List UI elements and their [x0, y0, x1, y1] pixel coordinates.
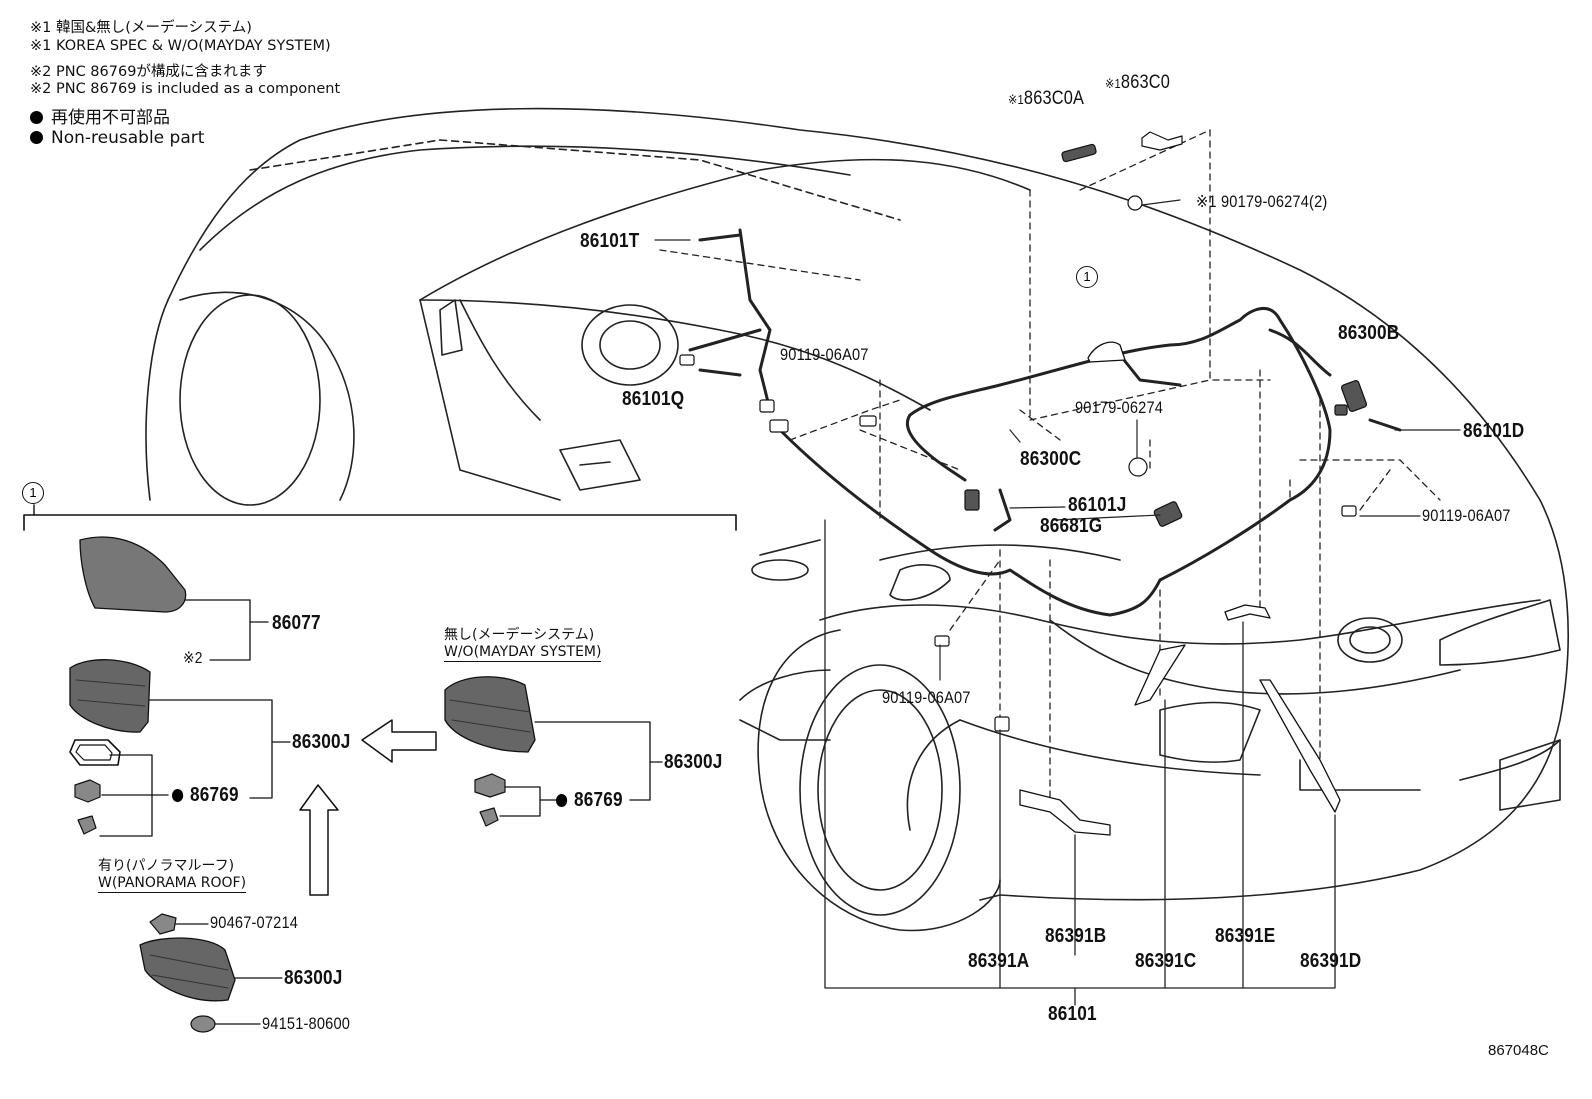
part-86769-a[interactable]: 86769	[172, 784, 239, 807]
part-86300C[interactable]: 86300C	[1020, 448, 1082, 470]
part-863C0[interactable]: ※1863C0	[1105, 72, 1170, 94]
part-86077-note-mark: ※2	[183, 650, 203, 667]
note-mark: ※1	[1008, 92, 1024, 107]
part-86391E[interactable]: 86391E	[1215, 925, 1276, 947]
part-86101Q[interactable]: 86101Q	[622, 388, 685, 410]
note-1-jp: ※1 韓国&無し(メーデーシステム)	[30, 20, 252, 36]
part-90179-06274-2[interactable]: ※1 90179-06274(2)	[1196, 192, 1328, 211]
part-86077[interactable]: 86077	[272, 612, 321, 634]
part-86300J-wo-mayday[interactable]: 86300J	[664, 751, 723, 773]
non-reusable-dot-icon	[30, 111, 43, 124]
non-reusable-dot-icon	[556, 794, 568, 807]
part-number: 863C0	[1120, 72, 1170, 93]
part-863C0A[interactable]: ※1863C0A	[1008, 88, 1084, 110]
part-86391C[interactable]: 86391C	[1135, 950, 1197, 972]
callout-marker[interactable]: 1	[1076, 266, 1098, 288]
part-90119-06A07-b[interactable]: 90119-06A07	[1422, 506, 1511, 525]
non-reusable-label-en: Non-reusable part	[51, 128, 205, 148]
non-reusable-note-jp: 再使用不可部品	[30, 103, 170, 128]
note-2-en: ※2 PNC 86769 is included as a component	[30, 81, 341, 97]
part-90467-07214[interactable]: 90467-07214	[210, 913, 299, 932]
non-reusable-label-jp: 再使用不可部品	[51, 108, 170, 128]
part-86300B[interactable]: 86300B	[1338, 322, 1400, 344]
part-94151-80600[interactable]: 94151-80600	[262, 1014, 351, 1033]
part-86391B[interactable]: 86391B	[1045, 925, 1107, 947]
part-90179-06274[interactable]: 90179-06274	[1075, 398, 1164, 417]
part-86391D[interactable]: 86391D	[1300, 950, 1362, 972]
non-reusable-dot-icon	[172, 789, 184, 802]
part-86101T[interactable]: 86101T	[580, 230, 640, 252]
variant-wo-mayday-en: W/O(MAYDAY SYSTEM)	[444, 644, 602, 662]
part-86101J[interactable]: 86101J	[1068, 494, 1127, 516]
note-mark: ※1	[1105, 76, 1121, 91]
variant-w-panorama-jp: 有り(パノラマルーフ)	[98, 858, 235, 874]
part-86101[interactable]: 86101	[1048, 1003, 1097, 1025]
part-86300J-assembly[interactable]: 86300J	[292, 731, 351, 753]
variant-w-panorama-en: W(PANORAMA ROOF)	[98, 875, 247, 893]
note-2-jp: ※2 PNC 86769が構成に含まれます	[30, 64, 267, 80]
note-1-en: ※1 KOREA SPEC & W/O(MAYDAY SYSTEM)	[30, 38, 331, 54]
variant-label: W/O(MAYDAY SYSTEM)	[444, 644, 602, 662]
variant-wo-mayday-jp: 無し(メーデーシステム)	[444, 627, 595, 643]
part-86769-b[interactable]: 86769	[556, 789, 623, 812]
part-86101D[interactable]: 86101D	[1463, 420, 1525, 442]
part-86681G[interactable]: 86681G	[1040, 515, 1103, 537]
part-number: 86769	[190, 784, 239, 806]
non-reusable-dot-icon	[30, 131, 43, 144]
part-86300J-panorama[interactable]: 86300J	[284, 967, 343, 989]
diagram-code: 867048C	[1488, 1042, 1549, 1059]
variant-label: W(PANORAMA ROOF)	[98, 875, 247, 893]
part-90119-06A07-a[interactable]: 90119-06A07	[780, 345, 869, 364]
part-86391A[interactable]: 86391A	[968, 950, 1030, 972]
part-90119-06A07-c[interactable]: 90119-06A07	[882, 688, 971, 707]
part-number: 863C0A	[1023, 88, 1085, 109]
non-reusable-note-en: Non-reusable part	[30, 128, 204, 148]
callout-marker-inset[interactable]: 1	[22, 482, 44, 504]
part-number: 86769	[574, 789, 623, 811]
